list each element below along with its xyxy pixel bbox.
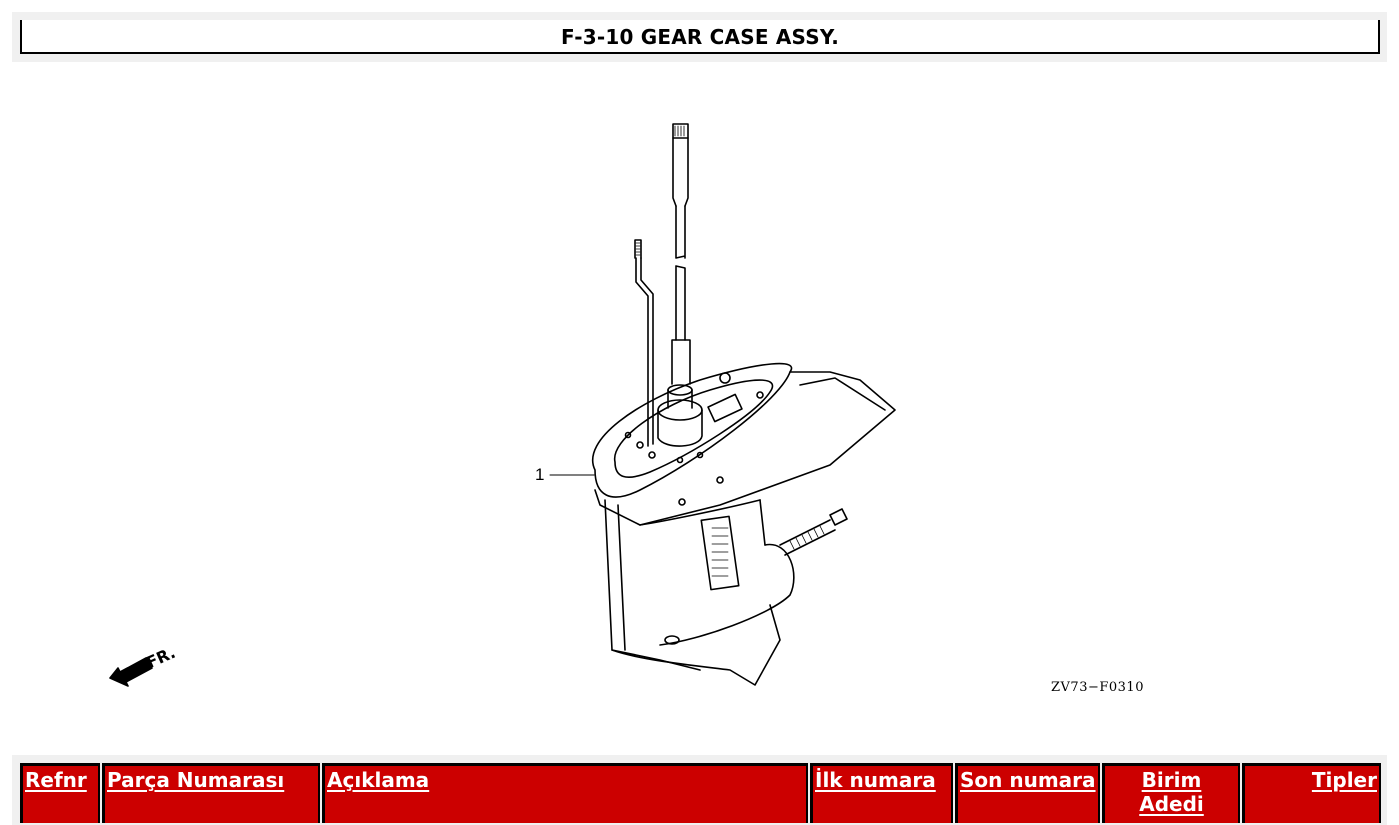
column-header-first-serial[interactable]: İlk numara [810, 763, 953, 823]
column-header-types[interactable]: Tipler [1242, 763, 1381, 823]
figure-code: ZV73−F0310 [1051, 680, 1144, 695]
callout-1[interactable]: 1 [535, 465, 545, 484]
sort-link-last-serial[interactable]: Son numara [960, 768, 1096, 792]
parts-diagram: 1 FR. ZV73−F0310 [0, 70, 1399, 750]
page-title: F-3-10 GEAR CASE ASSY. [560, 25, 840, 49]
column-header-last-serial[interactable]: Son numara [955, 763, 1100, 823]
sort-link-types[interactable]: Tipler [1311, 768, 1377, 792]
sort-link-refnr[interactable]: Refnr [25, 768, 87, 792]
sort-link-part-number[interactable]: Parça Numarası [107, 768, 285, 792]
gear-case-illustration [109, 123, 896, 687]
title-box: F-3-10 GEAR CASE ASSY. [20, 20, 1380, 54]
sort-link-description[interactable]: Açıklama [327, 768, 430, 792]
column-header-description[interactable]: Açıklama [322, 763, 808, 823]
sort-link-unit-qty[interactable]: Birim Adedi [1139, 768, 1204, 816]
column-header-part-number[interactable]: Parça Numarası [102, 763, 320, 823]
title-frame: F-3-10 GEAR CASE ASSY. [12, 12, 1387, 62]
sort-link-first-serial[interactable]: İlk numara [815, 768, 936, 792]
column-header-refnr[interactable]: Refnr [20, 763, 100, 823]
column-header-unit-qty[interactable]: Birim Adedi [1102, 763, 1240, 823]
